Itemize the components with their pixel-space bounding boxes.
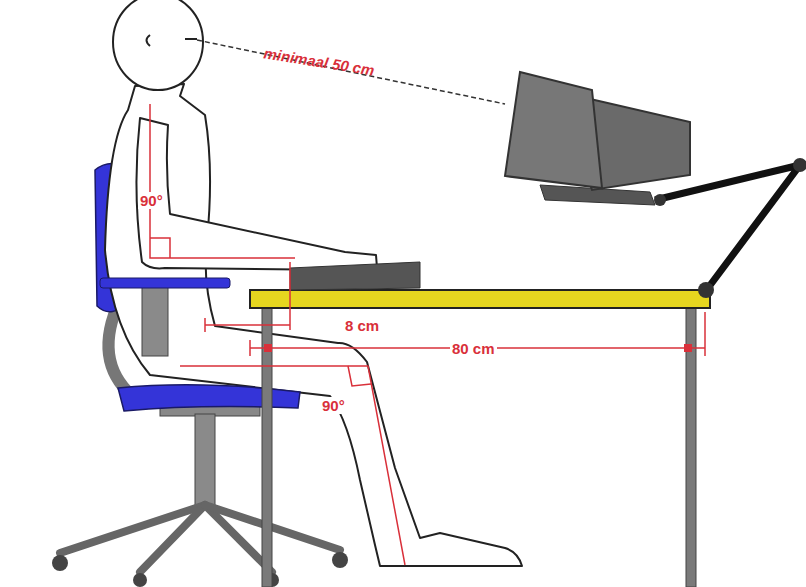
dimension-label: 90° — [320, 397, 347, 414]
chair-base — [60, 505, 340, 572]
angle-mark — [348, 366, 371, 386]
dimension-label: 8 cm — [343, 317, 381, 334]
distance-label: minimaal 50 cm — [261, 44, 378, 79]
sight-line — [197, 40, 505, 104]
desk-leg — [262, 308, 272, 587]
arm-angle-line — [150, 104, 295, 258]
dimension-mark — [264, 344, 272, 352]
person-arm — [136, 118, 377, 270]
keyboard — [290, 262, 420, 290]
dimension-tick — [249, 340, 251, 356]
person-head — [113, 0, 203, 90]
knee-angle-line — [180, 366, 405, 565]
chair-leg — [140, 505, 205, 572]
dimension-lines — [150, 104, 705, 565]
person-body — [105, 84, 522, 566]
dimension-tick — [704, 312, 706, 356]
dimension-label: 90° — [138, 192, 165, 209]
chair-wheels — [52, 552, 348, 587]
monitor-front — [505, 72, 602, 188]
monitor-arm — [655, 165, 800, 288]
dimension-label: 80 cm — [450, 340, 497, 357]
chair-column — [195, 414, 215, 506]
dimension-tick — [204, 318, 206, 332]
desk-top — [250, 290, 710, 308]
distance-line — [205, 324, 290, 326]
person-ear — [147, 35, 151, 46]
chair-armrest-post — [142, 286, 168, 356]
keyboard-edge-line — [289, 262, 291, 330]
chair-armrest — [100, 278, 230, 288]
angle-mark — [150, 238, 170, 258]
arm-joint — [654, 194, 666, 206]
arm-joint — [793, 158, 806, 172]
arm-joint — [698, 282, 714, 298]
dimension-mark — [684, 344, 692, 352]
person-eye — [185, 38, 197, 40]
chair-wheel — [52, 555, 68, 571]
chair-wheel — [332, 552, 348, 568]
chair-seat — [118, 385, 300, 411]
chair-wheel — [133, 573, 147, 587]
